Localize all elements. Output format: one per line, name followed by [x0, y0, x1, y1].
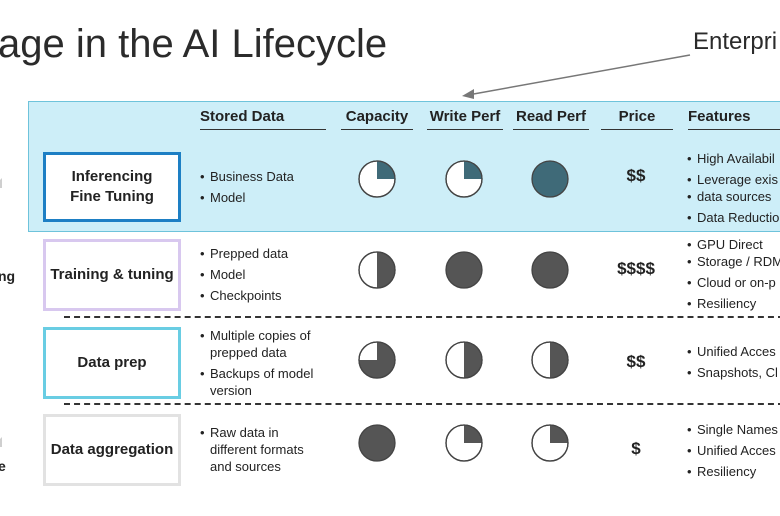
list-item: Model [200, 266, 288, 283]
list-item: Raw data in different formats and source… [200, 424, 320, 475]
stage-label: Training & tuning [50, 266, 174, 283]
list-item: Resiliency [687, 295, 780, 312]
harvey-ball-capacity [358, 341, 396, 379]
list-item: Storage / RDM [687, 253, 780, 270]
header-capacity: Capacity [341, 108, 413, 130]
harvey-ball-capacity [358, 160, 396, 198]
left-edge-marker [0, 178, 2, 188]
enterprise-callout: Enterpri [693, 28, 778, 55]
harvey-ball-write [445, 160, 483, 198]
features-list: High Availabil Leverage exis data source… [687, 150, 779, 230]
features-list: GPU Direct Storage / RDM Cloud or on-p R… [687, 236, 780, 316]
harvey-ball-read [531, 341, 569, 379]
price-value: $$ [626, 166, 646, 185]
left-edge-text-1: ng [0, 268, 16, 284]
harvey-ball-write [445, 251, 483, 289]
stored-data-list: Multiple copies of prepped data Backups … [200, 327, 328, 403]
header-write-perf: Write Perf [427, 108, 503, 130]
left-edge-marker [0, 437, 2, 447]
price-value: $$$$ [617, 259, 655, 278]
list-item: Backups of model version [200, 365, 328, 399]
header-read-perf: Read Perf [513, 108, 589, 130]
row-divider [64, 403, 780, 405]
list-item: Prepped data [200, 245, 288, 262]
stage-label: Data prep [77, 354, 147, 371]
harvey-ball-read [531, 424, 569, 462]
harvey-ball-read [531, 160, 569, 198]
list-item: Single Names [687, 421, 778, 438]
header-price: Price [601, 108, 673, 130]
stored-data-list: Prepped data Model Checkpoints [200, 245, 288, 308]
list-item: Cloud or on-p [687, 274, 780, 291]
harvey-ball-capacity [358, 424, 396, 462]
stage-training-tuning: Training & tuning [43, 239, 181, 311]
price-value: $ [631, 439, 641, 458]
stored-data-list: Business Data Model [200, 168, 294, 210]
list-item: Checkpoints [200, 287, 288, 304]
list-item: Multiple copies of prepped data [200, 327, 328, 361]
stage-inferencing-fine-tuning: Inferencing Fine Tuning [43, 152, 181, 222]
list-item: Business Data [200, 168, 294, 185]
header-stored-data: Stored Data [200, 108, 326, 130]
list-item: Model [200, 189, 294, 206]
harvey-ball-write [445, 424, 483, 462]
list-item: Leverage exis [687, 171, 779, 188]
list-item: Resiliency [687, 463, 778, 480]
features-list: Single Names Unified Acces Resiliency [687, 421, 778, 484]
list-item: Unified Acces [687, 442, 778, 459]
row-divider [64, 316, 780, 318]
list-item: Data Reductio [687, 209, 779, 226]
stage-label: Data aggregation [50, 441, 174, 458]
slide-title: age in the AI Lifecycle [0, 22, 388, 66]
stage-label: Inferencing Fine Tuning [70, 168, 154, 205]
header-features: Features [688, 108, 780, 130]
features-list: Unified Acces Snapshots, Cl [687, 343, 778, 385]
list-item: GPU Direct [687, 236, 780, 253]
list-item: High Availabil [687, 150, 779, 167]
price-value: $$ [626, 352, 646, 371]
stage-data-aggregation: Data aggregation [43, 414, 181, 486]
list-item: Snapshots, Cl [687, 364, 778, 381]
harvey-ball-capacity [358, 251, 396, 289]
list-item: data sources [687, 188, 779, 205]
list-item: Unified Acces [687, 343, 778, 360]
harvey-ball-read [531, 251, 569, 289]
stored-data-list: Raw data in different formats and source… [200, 424, 320, 479]
stage-data-prep: Data prep [43, 327, 181, 399]
left-edge-text-2: e [0, 458, 6, 474]
harvey-ball-write [445, 341, 483, 379]
